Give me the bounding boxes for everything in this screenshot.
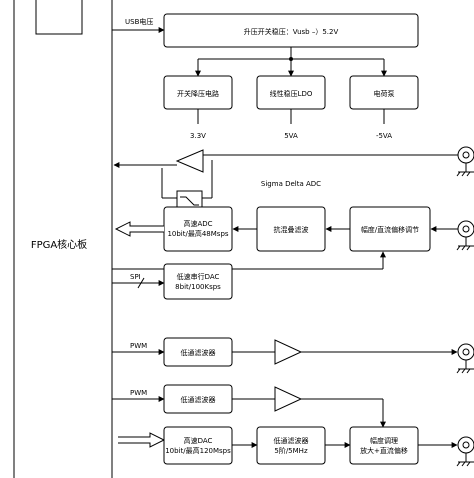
hs-adc-line2: 10bit/最高48Msps bbox=[167, 229, 228, 238]
dac-input-hollow-arrow bbox=[118, 432, 166, 448]
bnc-connector-icon bbox=[456, 436, 474, 467]
amp-conditioning-line2: 放大+直流偏移 bbox=[360, 446, 408, 455]
adc-output-hollow-arrow bbox=[114, 221, 164, 237]
usb-label: USB电压 bbox=[125, 17, 153, 26]
spi-label: SPI bbox=[130, 273, 141, 281]
lpf5-line1: 低通滤波器 bbox=[274, 436, 309, 445]
bnc-connector-icon bbox=[456, 146, 474, 177]
serial-dac-line2: 8bit/100Ksps bbox=[175, 283, 221, 291]
spi-bus-slash bbox=[137, 277, 145, 289]
amp-offset-label: 幅度/直流偏移调节 bbox=[361, 225, 419, 234]
bnc-connector-icon bbox=[456, 343, 474, 374]
amp-conditioning-box bbox=[349, 426, 419, 465]
buck-converter-label: 开关降压电路 bbox=[177, 89, 219, 98]
pwm2-buffer-symbol bbox=[274, 386, 303, 412]
lpf5-line2: 5阶/5MHz bbox=[274, 446, 308, 455]
dflipflop-symbol bbox=[180, 196, 199, 206]
pwm1-buffer-symbol bbox=[274, 339, 303, 365]
rail-voltage-2: 5VA bbox=[284, 132, 298, 140]
fpga-label: FPGA核心板 bbox=[31, 238, 87, 251]
ldo-label: 线性稳压LDO bbox=[270, 89, 313, 98]
antialias-filter-label: 抗混叠滤波 bbox=[274, 225, 309, 234]
hs-dac-line1: 高速DAC bbox=[184, 436, 213, 445]
pwm2-label: PWM bbox=[130, 389, 147, 397]
fpga-board bbox=[13, 0, 113, 478]
sigma-delta-label: Sigma Delta ADC bbox=[261, 180, 321, 188]
amp-conditioning-line1: 幅度调理 bbox=[370, 436, 398, 445]
charge-pump-label: 电荷泵 bbox=[374, 89, 395, 98]
hs-dac-box bbox=[163, 426, 233, 465]
pwm1-label: PWM bbox=[130, 342, 147, 350]
hs-dac-line2: 10bit/最高120Msps bbox=[165, 446, 231, 455]
rail-voltage-1: 3.3V bbox=[190, 132, 206, 140]
rail-voltage-3: -5VA bbox=[376, 132, 392, 140]
boost-regulator-label: 升压开关稳压：Vusb –）5.2V bbox=[244, 27, 339, 36]
serial-dac-line1: 低速串行DAC bbox=[177, 272, 220, 281]
bnc-connector-icon bbox=[456, 220, 474, 251]
fpga-tab bbox=[35, 0, 83, 35]
hs-adc-box bbox=[163, 206, 233, 252]
hs-adc-line1: 高速ADC bbox=[183, 219, 212, 228]
serial-dac-box bbox=[163, 263, 233, 300]
comparator-symbol bbox=[175, 149, 204, 173]
lpf5-box bbox=[256, 426, 326, 465]
pwm1-filter-label: 低通滤波器 bbox=[181, 348, 216, 357]
pwm2-filter-label: 低通滤波器 bbox=[181, 395, 216, 404]
